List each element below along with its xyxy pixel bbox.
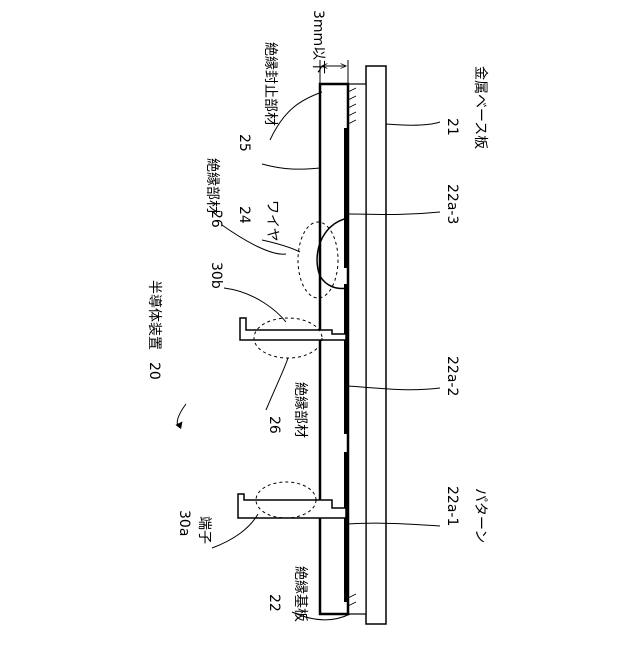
leader-lower-26 — [266, 358, 288, 410]
label-lower-insul-name: 絶縁部材 — [292, 382, 308, 438]
label-wire-name: ワイヤ — [264, 200, 280, 242]
label-device-name: 半導体装置 — [146, 280, 162, 350]
leader-30b — [224, 288, 286, 322]
metal-base-plate — [366, 66, 386, 624]
insulating-substrate — [348, 84, 366, 614]
label-substrate-ref: 22 — [266, 594, 282, 612]
label-base-ref: 21 — [444, 118, 460, 136]
label-insulator-name: 絶縁部材 — [204, 158, 220, 214]
label-pattern-name: パターン — [472, 488, 488, 543]
leader-device — [177, 404, 186, 425]
terminal-30a — [238, 494, 346, 518]
terminal-30b — [240, 318, 346, 340]
leader-wire-24 — [262, 240, 300, 252]
insulating-sealing-member — [320, 84, 348, 614]
label-device-ref: 20 — [146, 362, 162, 380]
label-insulator-ref: 25 — [236, 134, 252, 152]
leader-30a — [212, 514, 258, 548]
label-pattern1-ref: 22a-1 — [444, 486, 460, 526]
label-base-name: 金属ベース板 — [472, 66, 488, 149]
leader-base — [386, 122, 440, 125]
label-upper-insul-ref: 26 — [208, 210, 224, 228]
label-distance-note: 3mm以下 — [310, 10, 326, 74]
wire-bump — [317, 218, 348, 289]
label-pattern3-ref: 22a-3 — [444, 184, 460, 224]
label-pattern2-ref: 22a-2 — [444, 356, 460, 396]
label-substrate-name: 絶縁基板 — [292, 566, 309, 622]
label-term-a-ref: 30a — [176, 510, 192, 536]
label-lower-insul-ref: 26 — [266, 416, 282, 434]
label-term-a-name: 端子 — [196, 516, 212, 544]
leader-insulator-25 — [262, 164, 320, 169]
label-term-b-ref: 30b — [208, 262, 224, 289]
label-wire-ref: 24 — [236, 206, 252, 224]
label-sealing-name: 絶縁封止部材 — [262, 42, 278, 126]
